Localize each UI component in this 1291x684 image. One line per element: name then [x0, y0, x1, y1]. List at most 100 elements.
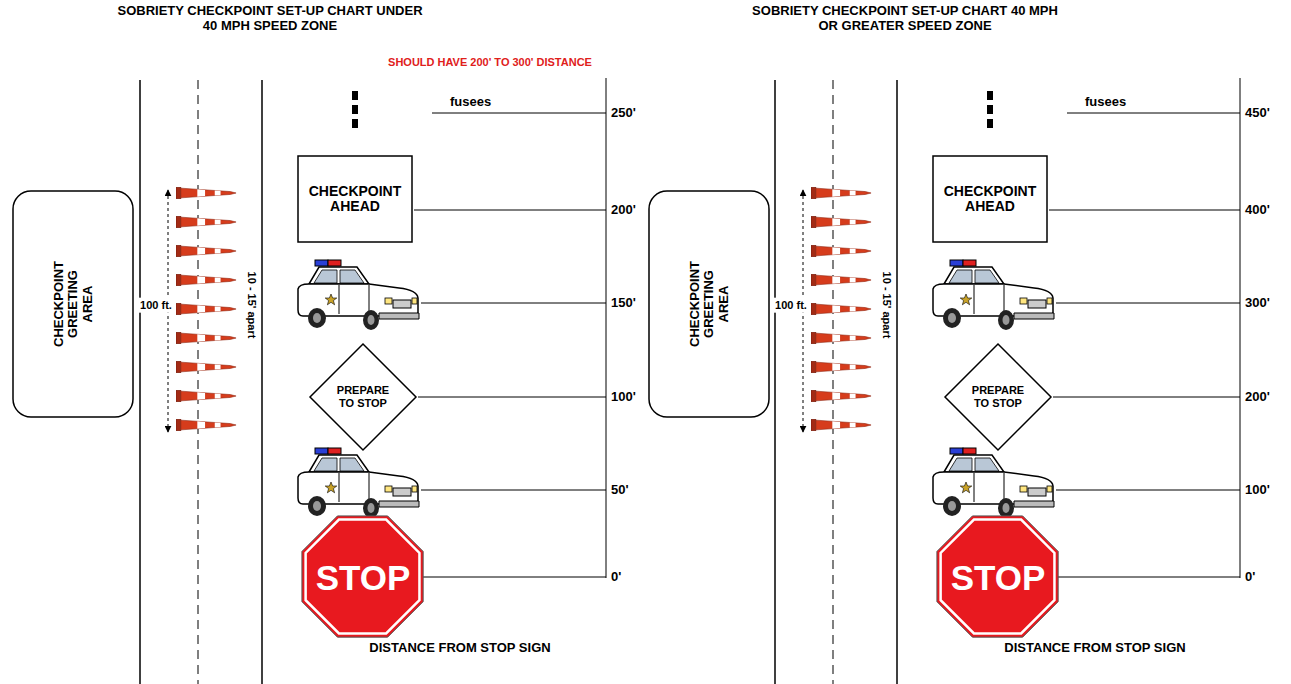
distance-tick: 0' [1245, 570, 1255, 585]
center-line [832, 80, 834, 684]
text-holder: CHECKPOINT GREETING AREA [52, 261, 95, 347]
tick-line [1067, 113, 1240, 114]
tick-line [421, 303, 606, 304]
text-holder: CHECKPOINT AHEAD [309, 184, 402, 215]
road-edge [896, 80, 898, 684]
sign-text: PREPARE TO STOP [972, 384, 1024, 409]
axis-caption: DISTANCE FROM STOP SIGN [1004, 641, 1185, 656]
traffic-cone [176, 361, 236, 373]
police-car [298, 260, 419, 330]
octagon-rim [941, 520, 1055, 634]
traffic-cone [811, 187, 871, 199]
traffic-cone [176, 274, 236, 286]
spacing-label: 10 - 15' apart [246, 272, 259, 339]
prepare-sign: PREPARE TO STOP [944, 343, 1052, 451]
dimension-label: 100 ft. [773, 298, 809, 313]
spacing-label: 10 - 15' apart [881, 272, 894, 339]
distance-tick: 0' [611, 570, 621, 585]
center-line [197, 80, 199, 684]
area-outline [649, 191, 769, 417]
cones-right [811, 187, 871, 431]
octagon-rim [306, 520, 420, 634]
road-edge [139, 80, 141, 684]
distance-tick: 300' [1245, 296, 1270, 311]
sign-text: CHECKPOINT AHEAD [944, 184, 1037, 215]
stop-sign: STOP [936, 515, 1059, 638]
traffic-cone [176, 419, 236, 431]
traffic-cone [811, 216, 871, 228]
chart-title: SOBRIETY CHECKPOINT SET-UP CHART 40 MPH … [745, 4, 1065, 34]
tick-line [421, 490, 606, 491]
fusee-mark [987, 119, 993, 128]
traffic-cone [811, 419, 871, 431]
prepare-sign: PREPARE TO STOP [309, 343, 417, 451]
distance-tick: 100' [1245, 483, 1270, 498]
warning-sign: CHECKPOINT AHEAD [297, 155, 413, 243]
tick-line [414, 210, 606, 211]
road-edge [261, 80, 263, 684]
text-holder: PREPARE TO STOP [972, 384, 1024, 409]
traffic-cone [811, 245, 871, 257]
fusee-label: fusees [450, 95, 491, 110]
traffic-cone [176, 216, 236, 228]
distance-tick: 200' [1245, 390, 1270, 405]
dimension-label: 100 ft. [138, 298, 174, 313]
text-holder: STOP [951, 559, 1046, 594]
distance-scale [1049, 78, 1240, 578]
octagon-outline [302, 516, 423, 637]
traffic-cone [811, 390, 871, 402]
police-car [933, 448, 1054, 518]
tick-line [432, 113, 606, 114]
tick-line [1056, 303, 1240, 304]
traffic-cone [811, 332, 871, 344]
sign-outline [933, 156, 1047, 242]
police-car [933, 260, 1054, 330]
cones-left [176, 187, 236, 431]
sign-text: PREPARE TO STOP [337, 384, 389, 409]
traffic-cone [811, 303, 871, 315]
distance-tick: 250' [611, 106, 636, 121]
fusee-mark [352, 105, 358, 114]
sign-word: STOP [316, 559, 411, 594]
road-right [775, 80, 897, 684]
octagon-outline [937, 516, 1058, 637]
greeting-area: CHECKPOINT GREETING AREA [12, 190, 134, 418]
fusee-mark [352, 119, 358, 128]
distance-tick: 450' [1245, 106, 1270, 121]
text-holder: CHECKPOINT GREETING AREA [688, 261, 731, 347]
tick-line [421, 577, 606, 578]
sign-outline [298, 156, 412, 242]
chart-title: SOBRIETY CHECKPOINT SET-UP CHART UNDER 4… [110, 4, 430, 34]
fusees [352, 91, 358, 128]
scale-axis [606, 78, 607, 578]
traffic-cone [176, 332, 236, 344]
area-outline [13, 191, 133, 417]
police-car [298, 448, 419, 518]
fusee-label: fusees [1085, 95, 1126, 110]
axis-caption: DISTANCE FROM STOP SIGN [369, 641, 550, 656]
traffic-cone [811, 274, 871, 286]
road-left [140, 80, 262, 684]
diamond-outline [945, 344, 1051, 450]
road-edge [774, 80, 776, 684]
distance-tick: 100' [611, 390, 636, 405]
fusee-mark [987, 91, 993, 100]
distance-tick: 400' [1245, 203, 1270, 218]
traffic-cone [176, 187, 236, 199]
tick-line [418, 397, 606, 398]
distance-tick: 200' [611, 203, 636, 218]
fusee-mark [352, 91, 358, 100]
distance-tick: 50' [611, 483, 629, 498]
distance-tick: 150' [611, 296, 636, 311]
stop-sign: STOP [301, 515, 424, 638]
tick-line [1053, 397, 1240, 398]
fusees [987, 91, 993, 128]
sign-text: CHECKPOINT GREETING AREA [52, 261, 95, 347]
traffic-cone [811, 361, 871, 373]
text-holder: PREPARE TO STOP [337, 384, 389, 409]
traffic-cone [176, 245, 236, 257]
fusee-mark [987, 105, 993, 114]
tick-line [1056, 577, 1240, 578]
traffic-cone [176, 390, 236, 402]
